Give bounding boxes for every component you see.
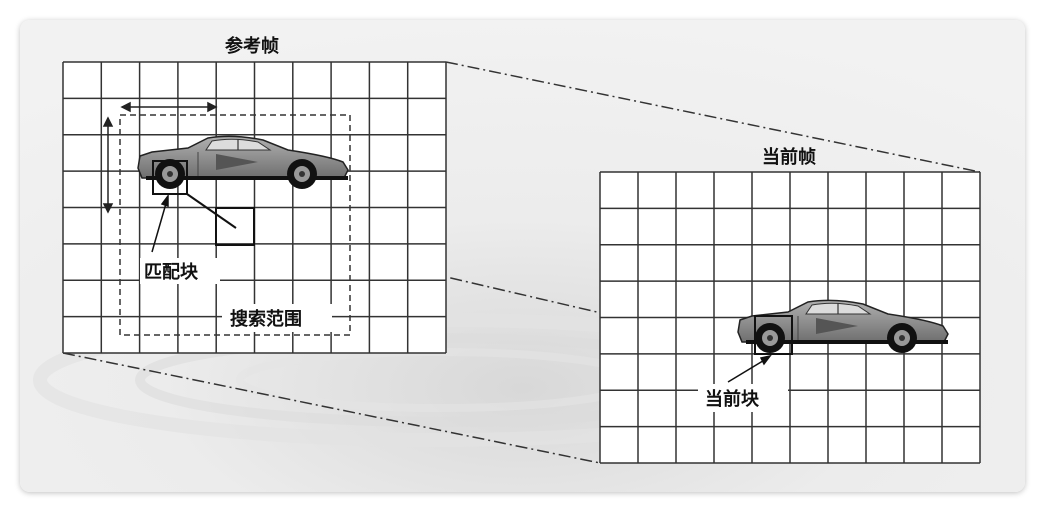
search-range-arrows bbox=[102, 101, 218, 214]
current-frame-label: 当前帧 bbox=[762, 146, 816, 168]
motion-estimation-diagram: 参考帧 当前帧 匹配块 搜索范围 当前块 bbox=[20, 20, 1025, 492]
search-range-box bbox=[119, 114, 351, 336]
current-block-label: 当前块 bbox=[705, 388, 760, 410]
current-frame-grid bbox=[599, 171, 981, 464]
diagram-card: 参考帧 当前帧 匹配块 搜索范围 当前块 bbox=[20, 20, 1025, 492]
matching-block-box bbox=[152, 160, 188, 195]
reference-frame-label: 参考帧 bbox=[225, 35, 279, 57]
matching-block-pointer bbox=[151, 193, 169, 253]
search-range-label: 搜索范围 bbox=[230, 308, 302, 330]
current-block-pointer bbox=[727, 354, 772, 383]
reference-position-box bbox=[215, 207, 255, 246]
current-block-box bbox=[754, 315, 793, 355]
matching-block-label: 匹配块 bbox=[144, 262, 199, 283]
